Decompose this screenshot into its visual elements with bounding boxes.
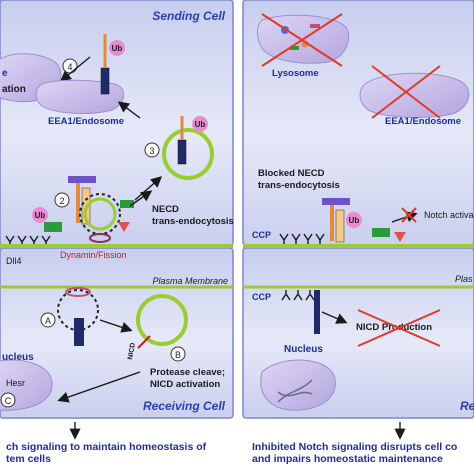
- vesicle-ring-3: [162, 128, 214, 180]
- left-caption: ch signaling to maintain homeostasis of …: [6, 441, 206, 465]
- right-panel: Lysosome EEA1/Endosome Blocked NECD tran…: [242, 0, 474, 440]
- right-plasma-partial: Plas: [455, 274, 473, 284]
- dna-helix: [277, 379, 313, 403]
- nucleus-partial-label: ucleus: [2, 352, 34, 363]
- step-2-marker: [54, 192, 70, 208]
- step-c-label: C: [5, 396, 12, 406]
- right-eea1-label: EEA1/Endosome: [385, 116, 461, 127]
- endosome-cross-2: [371, 65, 441, 119]
- vesicle-ring-b: [136, 294, 188, 346]
- notch-cross-2: [401, 207, 417, 223]
- step-2-label: 2: [59, 196, 64, 206]
- eea1-endosome-organelle: [35, 79, 125, 114]
- receiving-partial-label: Re: [460, 399, 474, 413]
- red-triangle: [118, 222, 130, 232]
- lysosome-cross-2: [261, 13, 343, 67]
- left-receptor-block: [44, 222, 62, 232]
- right-ligand-bar: [322, 198, 350, 205]
- clathrin-row-bottom: [281, 290, 315, 301]
- right-endosome: [359, 72, 470, 118]
- ub-top-label: Ub: [112, 44, 123, 53]
- protease-label-1: Protease cleave;: [150, 367, 225, 378]
- lysosome-granule-4: [290, 46, 299, 50]
- step-4-label: 4: [67, 62, 72, 72]
- ub-ring3-label: Ub: [195, 120, 206, 129]
- right-receptor-green: [372, 228, 390, 237]
- right-lysosome-label: Lysosome: [272, 68, 319, 79]
- ub-left-label: Ub: [35, 211, 46, 220]
- arrow-to-endosome: [117, 101, 141, 119]
- cleave-line: [137, 335, 151, 349]
- right-caption: Inhibited Notch signaling disrupts cell …: [252, 441, 457, 465]
- right-caption-line-1: Inhibited Notch signaling disrupts cell …: [252, 441, 458, 453]
- protease-label-2: NICD activation: [150, 379, 220, 390]
- step-c-marker: [0, 392, 16, 408]
- step-3-label: 3: [149, 146, 154, 156]
- eea1-endosome-label: EEA1/Endosome: [48, 116, 124, 127]
- right-nicd-stalk: [314, 290, 320, 334]
- ub-top-circle: [109, 40, 125, 56]
- arrow-to-lysosome: [59, 56, 91, 82]
- ub-left-circle: [32, 207, 48, 223]
- nicd-production-label: NICD Production: [356, 322, 432, 333]
- ccp-top-label: CCP: [252, 230, 271, 240]
- right-nucleus: [260, 359, 336, 411]
- right-nucleus-label: Nucleus: [284, 344, 323, 355]
- nicd-stalk-vesicle: [74, 318, 84, 346]
- step-b-marker: [170, 346, 186, 362]
- right-egf: [335, 209, 345, 243]
- green-receptor-right: [120, 200, 134, 208]
- lysosome-granule-3: [310, 24, 320, 28]
- receiving-cell-label: Receiving Cell: [143, 399, 226, 413]
- arrow-to-notch-blocked: [391, 211, 418, 223]
- left-caption-line-1: ch signaling to maintain homeostasis of: [6, 441, 207, 453]
- arrow-to-ring-3: [134, 176, 163, 201]
- necd-in-endosome: [100, 67, 110, 95]
- necd-trans-label-2: trans-endocytosis: [152, 216, 234, 227]
- ub-ring3-circle: [192, 116, 208, 132]
- dynamin-ring: [89, 233, 111, 243]
- necd-trans-label-1: NECD: [152, 204, 179, 215]
- nicd-small-label: NICD: [127, 342, 137, 360]
- blocked-label-2: trans-endocytosis: [258, 180, 340, 191]
- ccp-bottom-label: CCP: [252, 292, 271, 302]
- sending-cell-label: Sending Cell: [152, 9, 225, 23]
- receiving-vesicle-pink: [65, 287, 91, 297]
- step-b-label: B: [175, 350, 181, 360]
- right-ub-circle: [346, 212, 362, 228]
- arrow-to-nucleus: [57, 371, 141, 403]
- nicd-cross-2: [357, 309, 441, 347]
- inner-vesicle: [83, 197, 117, 231]
- necd-in-ring-3: [177, 139, 187, 165]
- plasma-membrane-label: Plasma Membrane: [152, 276, 228, 286]
- blocked-label-1: Blocked NECD: [258, 168, 325, 179]
- arrow-to-ring-b: [99, 319, 133, 333]
- arrow-to-nicd-production: [321, 311, 348, 324]
- dll4-label: Dll4: [6, 256, 22, 266]
- step-3-marker: [144, 142, 160, 158]
- right-caption-line-2: and impairs homeostatic maintenance: [252, 453, 443, 465]
- activation-partial-label: ation: [2, 84, 26, 95]
- dynamin-label: Dynamin/Fission: [60, 250, 127, 260]
- left-caption-line-2: tem cells: [6, 453, 51, 465]
- right-ub-label: Ub: [349, 216, 360, 225]
- ligand-purple-bar: [68, 176, 96, 183]
- lysosome-partial-label: e: [2, 68, 8, 79]
- right-red-triangle: [394, 232, 406, 242]
- clathrin-row-right: [279, 233, 325, 244]
- notch-activation-partial: Notch activa: [424, 210, 474, 220]
- step-a-label: A: [45, 316, 51, 326]
- ligand-stalk: [76, 183, 80, 223]
- arrow-to-trans: [129, 190, 153, 207]
- right-ligand-stalk: [330, 205, 334, 241]
- hesr-label: Hesr: [6, 378, 25, 388]
- step-a-marker: [40, 312, 56, 328]
- left-panel: Sending Cell e ation 4 EEA1/Endosome Ub …: [0, 0, 234, 440]
